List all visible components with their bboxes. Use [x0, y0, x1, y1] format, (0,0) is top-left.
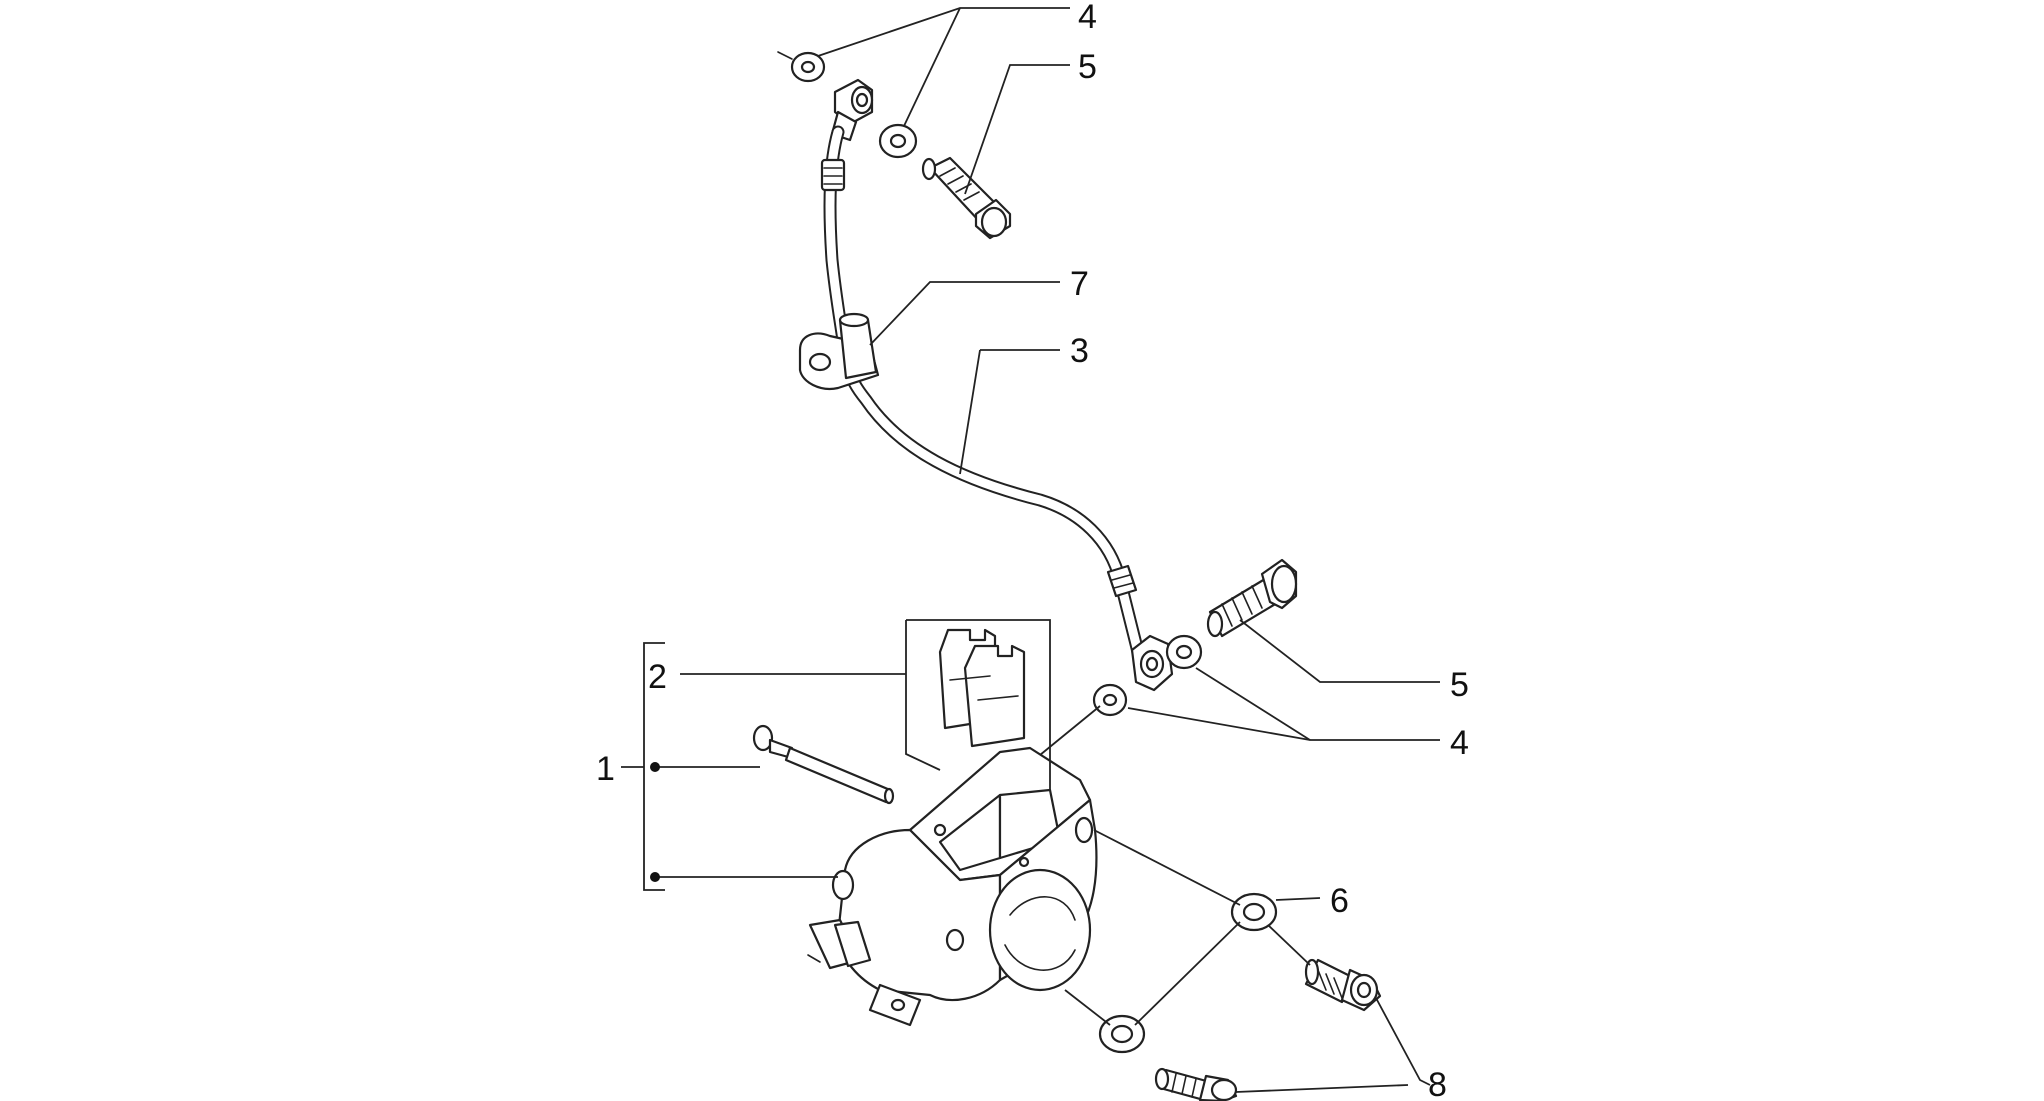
callout-7: 7: [1070, 265, 1089, 303]
callout-1: 1: [596, 750, 615, 788]
callout-3: 3: [1070, 332, 1089, 370]
callout-5-bottom: 5: [1450, 666, 1469, 704]
caliper-pin: [752, 724, 895, 805]
callout-4-bottom: 4: [1450, 724, 1469, 762]
brake-pads: [938, 628, 1026, 748]
caliper-washer-lower: [1098, 1014, 1146, 1054]
caliper-washer-upper: [1230, 892, 1278, 932]
callout-6: 6: [1330, 882, 1349, 920]
brake-caliper: [807, 746, 1098, 1027]
callout-8: 8: [1428, 1066, 1447, 1101]
bottom-washer-left: [1092, 683, 1128, 717]
callout-4-top: 4: [1078, 0, 1097, 36]
bracket-dot-lower: [650, 872, 660, 882]
hose-clamp: [798, 312, 880, 390]
bottom-banjo-fitting: [1130, 634, 1174, 692]
callout-5-top: 5: [1078, 48, 1097, 86]
top-banjo-bolt: [921, 156, 1012, 240]
bottom-washer-right: [1165, 634, 1203, 670]
brake-hose: [820, 125, 1147, 667]
caliper-bolt-lower: [1154, 1067, 1238, 1101]
caliper-bolt-upper: [1304, 958, 1382, 1012]
bottom-banjo-bolt: [1206, 558, 1298, 638]
top-washer-left: [777, 51, 826, 83]
bracket-dot-upper: [650, 762, 660, 772]
top-washer-right: [878, 123, 918, 159]
callout-2: 2: [648, 658, 667, 696]
